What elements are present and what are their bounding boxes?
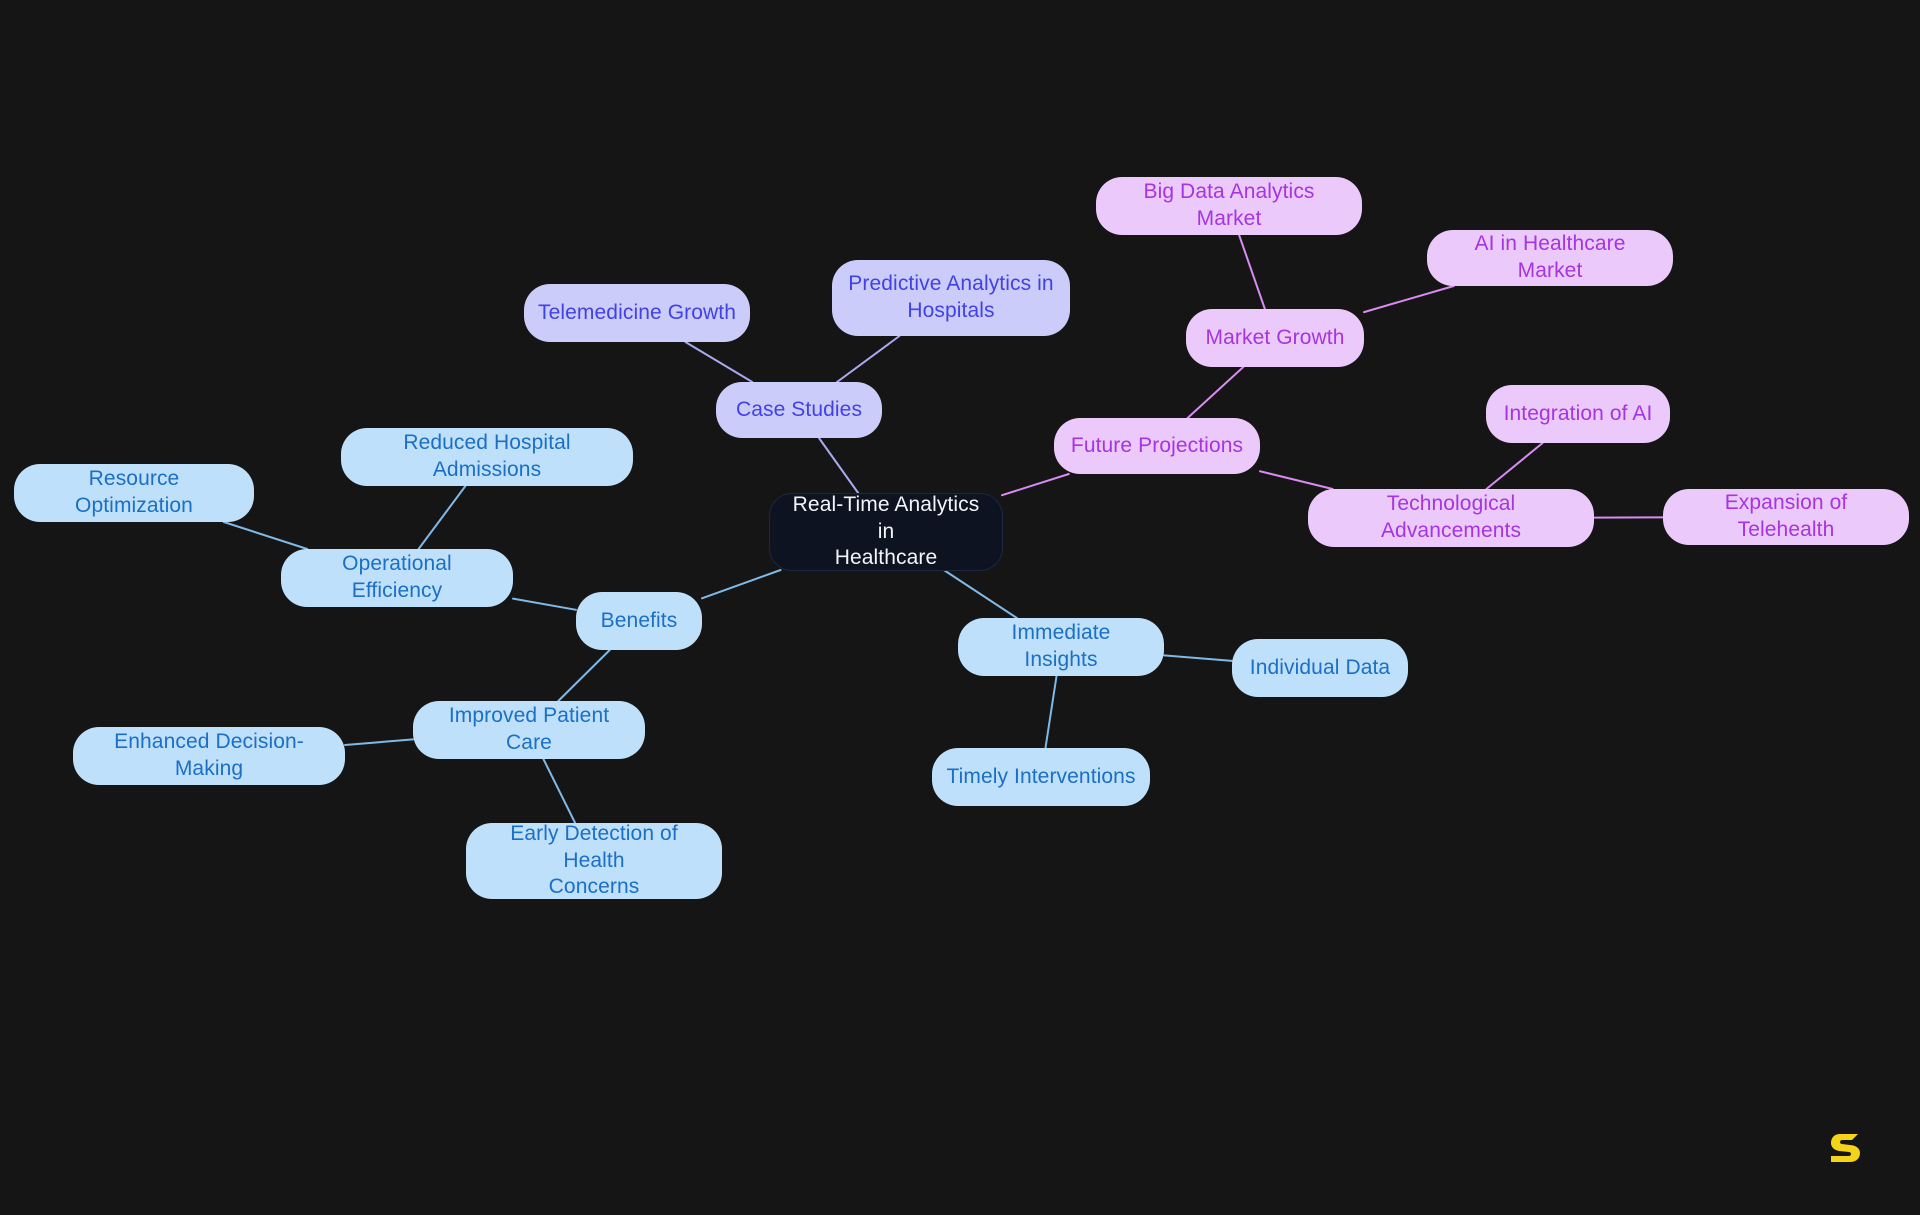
edge-benefits-to-operational_efficiency: [512, 597, 577, 611]
node-big_data_market[interactable]: Big Data Analytics Market: [1096, 177, 1362, 235]
edge-case_studies-to-telemedicine_growth: [684, 341, 754, 383]
node-operational_efficiency[interactable]: Operational Efficiency: [281, 549, 513, 607]
node-label: Immediate Insights: [1011, 621, 1111, 671]
root-node-root[interactable]: Real-Time Analytics in Healthcare: [770, 492, 1002, 570]
node-label: Timely Interventions: [946, 764, 1136, 788]
edge-tech_advancements-to-integration_of_ai: [1485, 442, 1544, 490]
node-benefits[interactable]: Benefits: [576, 592, 702, 650]
node-ai_healthcare_market[interactable]: AI in Healthcare Market: [1427, 230, 1673, 286]
edge-root-to-case_studies: [817, 437, 860, 495]
node-label: Individual Data: [1249, 655, 1391, 679]
node-label: Predictive Analytics in Hospitals: [848, 272, 1054, 322]
edge-market_growth-to-big_data_market: [1238, 234, 1266, 310]
node-label: Technological Advancements: [1380, 492, 1522, 542]
node-integration_of_ai[interactable]: Integration of AI: [1486, 385, 1670, 443]
node-label: Early Detection of Health Concerns: [510, 821, 678, 899]
node-label: Future Projections: [1070, 433, 1244, 457]
edge-future_projections-to-tech_advancements: [1259, 470, 1334, 490]
node-label: Expansion of Telehealth: [1724, 491, 1848, 541]
node-individual_data[interactable]: Individual Data: [1232, 639, 1408, 697]
node-timely_interventions[interactable]: Timely Interventions: [932, 748, 1150, 806]
brand-logo-s-icon: [1831, 1134, 1860, 1162]
edge-market_growth-to-ai_healthcare_market: [1363, 285, 1455, 314]
node-tech_advancements[interactable]: Technological Advancements: [1308, 489, 1594, 547]
node-improved_patient_care[interactable]: Improved Patient Care: [413, 701, 645, 759]
node-enhanced_decision[interactable]: Enhanced Decision-Making: [73, 727, 345, 785]
node-market_growth[interactable]: Market Growth: [1186, 309, 1364, 367]
node-case_studies[interactable]: Case Studies: [716, 382, 882, 438]
node-label: Benefits: [600, 608, 678, 632]
edge-root-to-benefits: [701, 569, 782, 600]
edge-immediate_insights-to-timely_interventions: [1044, 675, 1058, 749]
edge-improved_patient_care-to-early_detection: [542, 758, 577, 824]
node-label: Operational Efficiency: [342, 552, 452, 602]
node-label: Enhanced Decision-Making: [114, 730, 304, 780]
node-label: Case Studies: [735, 397, 863, 421]
node-label: Market Growth: [1205, 325, 1345, 349]
edge-root-to-future_projections: [1001, 473, 1070, 497]
node-future_projections[interactable]: Future Projections: [1054, 418, 1260, 474]
node-reduced_admissions[interactable]: Reduced Hospital Admissions: [341, 428, 633, 486]
edge-operational_efficiency-to-reduced_admissions: [417, 485, 467, 550]
node-predictive_analytics[interactable]: Predictive Analytics in Hospitals: [832, 260, 1070, 336]
node-label: Integration of AI: [1503, 401, 1653, 425]
edge-improved_patient_care-to-enhanced_decision: [344, 738, 414, 746]
node-telemedicine_growth[interactable]: Telemedicine Growth: [524, 284, 750, 342]
node-resource_optimization[interactable]: Resource Optimization: [14, 464, 254, 522]
edge-root-to-immediate_insights: [942, 569, 1018, 619]
node-label: Resource Optimization: [75, 467, 193, 517]
node-label: Big Data Analytics Market: [1143, 180, 1315, 230]
node-label: AI in Healthcare Market: [1474, 232, 1626, 282]
node-label: Reduced Hospital Admissions: [403, 431, 571, 481]
edge-operational_efficiency-to-resource_optimization: [222, 521, 309, 550]
node-label: Telemedicine Growth: [538, 300, 736, 324]
node-label: Improved Patient Care: [448, 704, 610, 754]
node-label: Real-Time Analytics in Healthcare: [792, 492, 980, 570]
edge-immediate_insights-to-individual_data: [1163, 654, 1233, 662]
edge-benefits-to-improved_patient_care: [557, 649, 611, 702]
node-immediate_insights[interactable]: Immediate Insights: [958, 618, 1164, 676]
edge-case_studies-to-predictive_analytics: [836, 335, 901, 383]
edge-future_projections-to-market_growth: [1186, 366, 1245, 419]
node-early_detection[interactable]: Early Detection of Health Concerns: [466, 821, 722, 899]
node-expansion_telehealth[interactable]: Expansion of Telehealth: [1663, 489, 1909, 545]
